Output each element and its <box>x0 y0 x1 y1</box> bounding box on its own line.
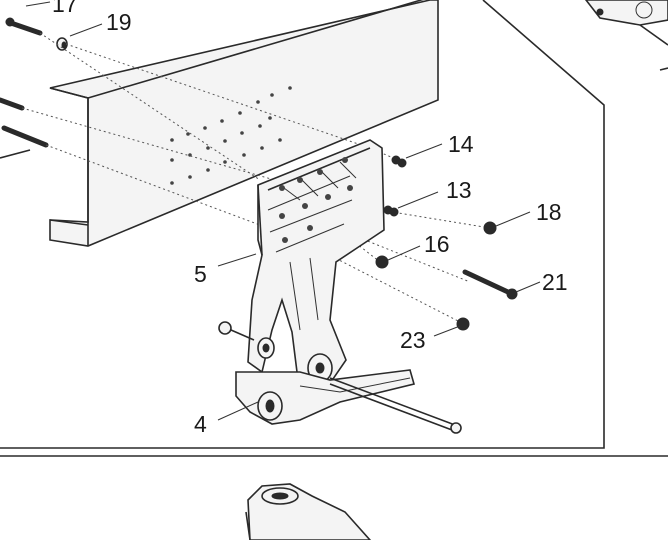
callout-19: 19 <box>106 9 132 35</box>
callout-21: 21 <box>542 269 568 295</box>
callout-14: 14 <box>448 131 474 157</box>
mount-bolt <box>329 377 462 434</box>
lower-partial-part <box>245 483 372 540</box>
callout-4: 4 <box>194 411 207 437</box>
callout-16: 16 <box>424 231 450 257</box>
lower-mount-4 <box>235 369 415 425</box>
callout-17: 17 <box>52 0 78 17</box>
top-right-partial-part <box>584 0 668 71</box>
callout-leaders <box>25 1 541 421</box>
bolt-21 <box>462 269 518 300</box>
left-bolts-group <box>0 97 49 159</box>
nut-13 <box>383 205 399 217</box>
callout-5: 5 <box>194 261 207 287</box>
callout-18: 18 <box>536 199 562 225</box>
nut-23 <box>456 317 470 331</box>
callout-13: 13 <box>446 177 472 203</box>
frame-rail-beam <box>49 0 439 247</box>
panel-frame-outline <box>0 0 605 449</box>
nut-14 <box>391 155 407 168</box>
nut-16 <box>375 255 389 269</box>
callout-23: 23 <box>400 327 426 353</box>
nut-18 <box>483 221 497 235</box>
bolt-17 <box>5 17 43 36</box>
